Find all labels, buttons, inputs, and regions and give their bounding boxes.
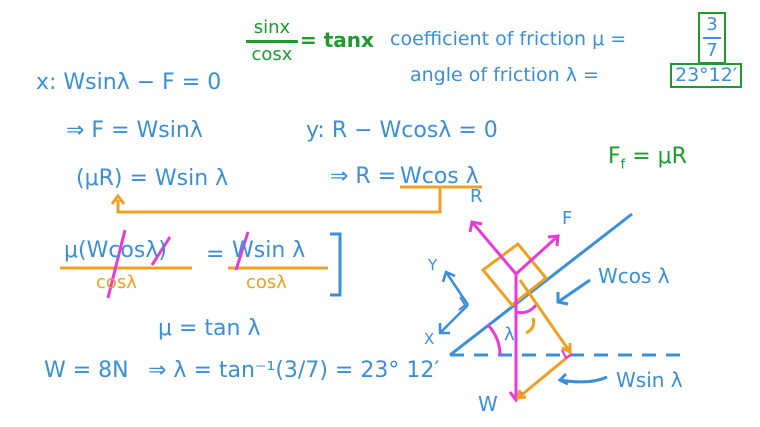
coef-value-box: 3 7 xyxy=(698,12,726,64)
label-R: R xyxy=(470,186,483,207)
cancel-lhs-denominator: cosλ xyxy=(96,272,137,293)
y-axis-arrow xyxy=(444,271,470,306)
label-X: X xyxy=(424,330,435,348)
cancel-lhs-numerator: μ(Wcosλ) xyxy=(64,238,167,263)
angle-label: angle of friction λ = xyxy=(410,64,599,86)
cancel-rhs-numerator: Wsin λ xyxy=(232,238,306,263)
angle-value-box: 23°12′ xyxy=(670,63,743,88)
x-axis-arrow xyxy=(439,304,469,334)
identity-numerator: sinx xyxy=(253,17,291,38)
cancel-rhs-denominator: cosλ xyxy=(246,272,287,293)
normal-force-arrow xyxy=(470,221,518,275)
cancel-equals: = xyxy=(206,242,225,267)
label-lambda: λ xyxy=(504,324,515,345)
mu-tan-equation: μ = tan λ xyxy=(158,316,261,341)
label-W: W xyxy=(478,392,498,416)
lambda-equation: ⇒ λ = tan⁻¹(3/7) = 23° 12′ xyxy=(148,358,440,383)
identity-denominator: cosx xyxy=(251,43,293,65)
incline-plane xyxy=(449,212,633,357)
identity-rhs: = tanx xyxy=(300,28,374,52)
wcos-component xyxy=(518,279,572,353)
R-equation-value: Wcos λ xyxy=(400,164,479,189)
block xyxy=(480,241,549,308)
label-F: F xyxy=(562,208,573,229)
identity-fraction: sinx cosx xyxy=(246,18,298,65)
y-equation: y: R − Wcosλ = 0 xyxy=(306,118,498,143)
friction-formula: Ff = μR xyxy=(608,144,687,173)
cancel-stroke-w xyxy=(106,229,127,299)
substitution-arrow xyxy=(116,185,482,214)
friction-force-arrow xyxy=(514,234,560,276)
w-value: W = 8N xyxy=(44,358,129,383)
wsin-component xyxy=(517,353,571,400)
R-equation-prefix: ⇒ R = xyxy=(330,164,397,189)
f-equation: ⇒ F = Wsinλ xyxy=(66,118,203,143)
muR-equation: (μR) = Wsin λ xyxy=(76,166,229,191)
label-wsin: Wsin λ xyxy=(616,368,683,392)
label-wcos: Wcos λ xyxy=(598,264,670,288)
label-Y: Y xyxy=(428,256,438,274)
x-equation: x: Wsinλ − F = 0 xyxy=(36,70,222,95)
coef-label: coefficient of friction μ = xyxy=(390,28,627,50)
